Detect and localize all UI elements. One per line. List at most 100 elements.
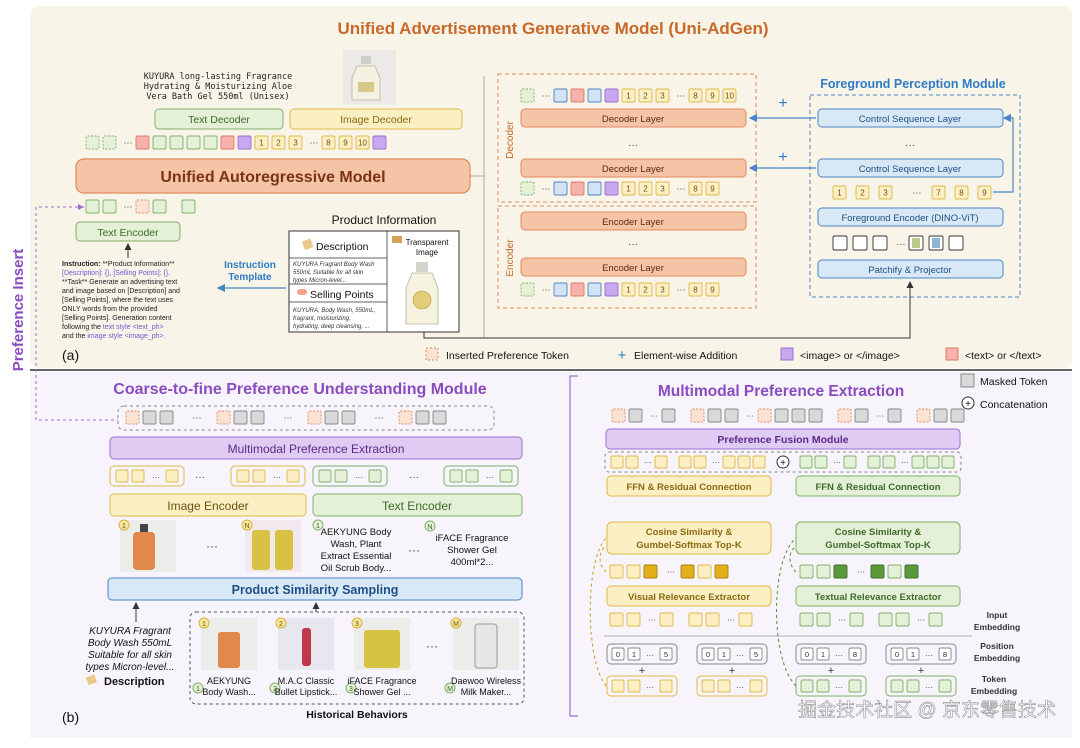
fusion-label: Preference Fusion Module	[717, 434, 848, 446]
token	[609, 612, 624, 627]
history-text-badge-number: 2	[273, 686, 277, 693]
token	[895, 612, 910, 627]
historical-behaviors-label: Historical Behaviors	[306, 709, 408, 721]
ellipsis: ···	[409, 472, 419, 483]
ellipsis: ···	[677, 285, 686, 295]
token	[432, 410, 447, 425]
token	[941, 455, 955, 469]
sp-text: hydrating, deep cleansing, ...	[293, 324, 370, 330]
token	[833, 564, 848, 579]
ellipsis: ···	[644, 458, 652, 467]
legend-inserted-swatch	[425, 347, 439, 361]
token-number: 10	[358, 139, 367, 148]
decoder-layer-label: Decoder Layer	[602, 114, 664, 125]
token	[688, 88, 703, 103]
foreground-encoder-label: Foreground Encoder (DINO-ViT)	[841, 213, 978, 224]
ellipsis: ···	[408, 543, 420, 557]
top-title: Unified Advertisement Generative Model (…	[337, 19, 768, 38]
history-name: AEKYUNG	[207, 676, 251, 686]
ellipsis: ···	[736, 651, 744, 660]
addition-plus: +	[778, 95, 787, 112]
token	[609, 564, 624, 579]
concatenation-icon	[961, 396, 975, 410]
token	[878, 185, 893, 200]
instruction-template-label: Template	[228, 272, 272, 283]
token	[799, 564, 814, 579]
control-seq-layer-label: Control Sequence Layer	[859, 114, 961, 125]
preference-insert-link	[35, 206, 118, 421]
feature-token-row: ··················	[109, 465, 519, 487]
history-badge	[351, 617, 363, 629]
token	[837, 408, 852, 423]
token	[867, 455, 881, 469]
token	[125, 410, 140, 425]
history-text-badge	[192, 682, 204, 694]
product-image-1	[120, 520, 176, 572]
badge-1	[118, 519, 130, 531]
token	[398, 410, 413, 425]
decoder-layer	[520, 158, 747, 178]
token	[220, 135, 235, 150]
token	[705, 181, 720, 196]
visual-extractor	[606, 585, 772, 607]
ellipsis: ···	[746, 412, 754, 421]
token	[85, 199, 100, 214]
position-token	[701, 647, 715, 661]
token	[799, 612, 814, 627]
selected-token-row: ······	[609, 564, 919, 579]
ellipsis: ···	[677, 91, 686, 101]
product-text-1: Extract Essential	[321, 551, 392, 562]
history-name: Daewoo Wireless	[451, 676, 522, 686]
svg-text:and image based on [Descriptio: and image based on [Description] and	[62, 288, 180, 295]
ellipsis: ···	[913, 188, 922, 198]
svg-text:and the image style <image_ph>: and the image style <image_ph>.	[62, 333, 166, 340]
instruction-text: Instruction: **Product Information** [De…	[62, 261, 180, 340]
encoder-layer	[520, 257, 747, 277]
position-number: 1	[722, 650, 726, 659]
token	[757, 408, 772, 423]
ellipsis: ···	[284, 413, 293, 423]
history-product-shape	[364, 630, 400, 668]
ellipsis: ···	[925, 683, 933, 692]
cosine-textual-label: Gumbel-Softmax Top-K	[825, 540, 931, 551]
position-number: 1	[911, 650, 915, 659]
token	[587, 88, 602, 103]
token-number: 2	[643, 286, 648, 295]
product-text-1: Oil Scrub Body...	[321, 563, 392, 574]
token	[697, 564, 712, 579]
position-token	[717, 647, 731, 661]
token	[890, 679, 904, 693]
encoder-layer	[520, 211, 747, 231]
svg-text:[Selling Points], where the te: [Selling Points], where the text uses	[62, 297, 173, 304]
history-name: Shower Gel ...	[353, 687, 410, 697]
token-embedding-label: Embedding	[971, 686, 1017, 696]
history-text-badge	[345, 682, 357, 694]
position-group	[885, 643, 957, 665]
desc-text: types Micron-level...	[293, 278, 346, 284]
token-number: 2	[643, 92, 648, 101]
token-embedding-group	[885, 675, 957, 697]
ellipsis: ···	[124, 202, 133, 212]
history-text-badge-number: 1	[196, 686, 200, 693]
text-encoder-label-b: Text Encoder	[382, 499, 452, 513]
concatenation-label: Concatenation	[980, 399, 1048, 411]
legend-inserted-label: Inserted Preference Token	[446, 350, 569, 362]
svg-text:N: N	[427, 524, 432, 531]
token	[724, 408, 739, 423]
concat-row: ············	[610, 455, 955, 469]
token	[570, 282, 585, 297]
history-text-badge-number: M	[447, 686, 453, 693]
history-product-shape	[218, 632, 240, 668]
history-badge-number: 2	[279, 621, 283, 628]
ffn-textual-label: FFN & Residual Connection	[815, 482, 940, 493]
description-icon-b	[85, 674, 98, 686]
skip-arrow-visual	[589, 537, 607, 687]
position-number: 5	[664, 650, 668, 659]
position-token	[816, 647, 830, 661]
history-badge	[198, 617, 210, 629]
position-token	[749, 647, 763, 661]
badge-text-n	[424, 520, 436, 532]
cosine-visual	[606, 521, 772, 555]
position-token	[800, 647, 814, 661]
